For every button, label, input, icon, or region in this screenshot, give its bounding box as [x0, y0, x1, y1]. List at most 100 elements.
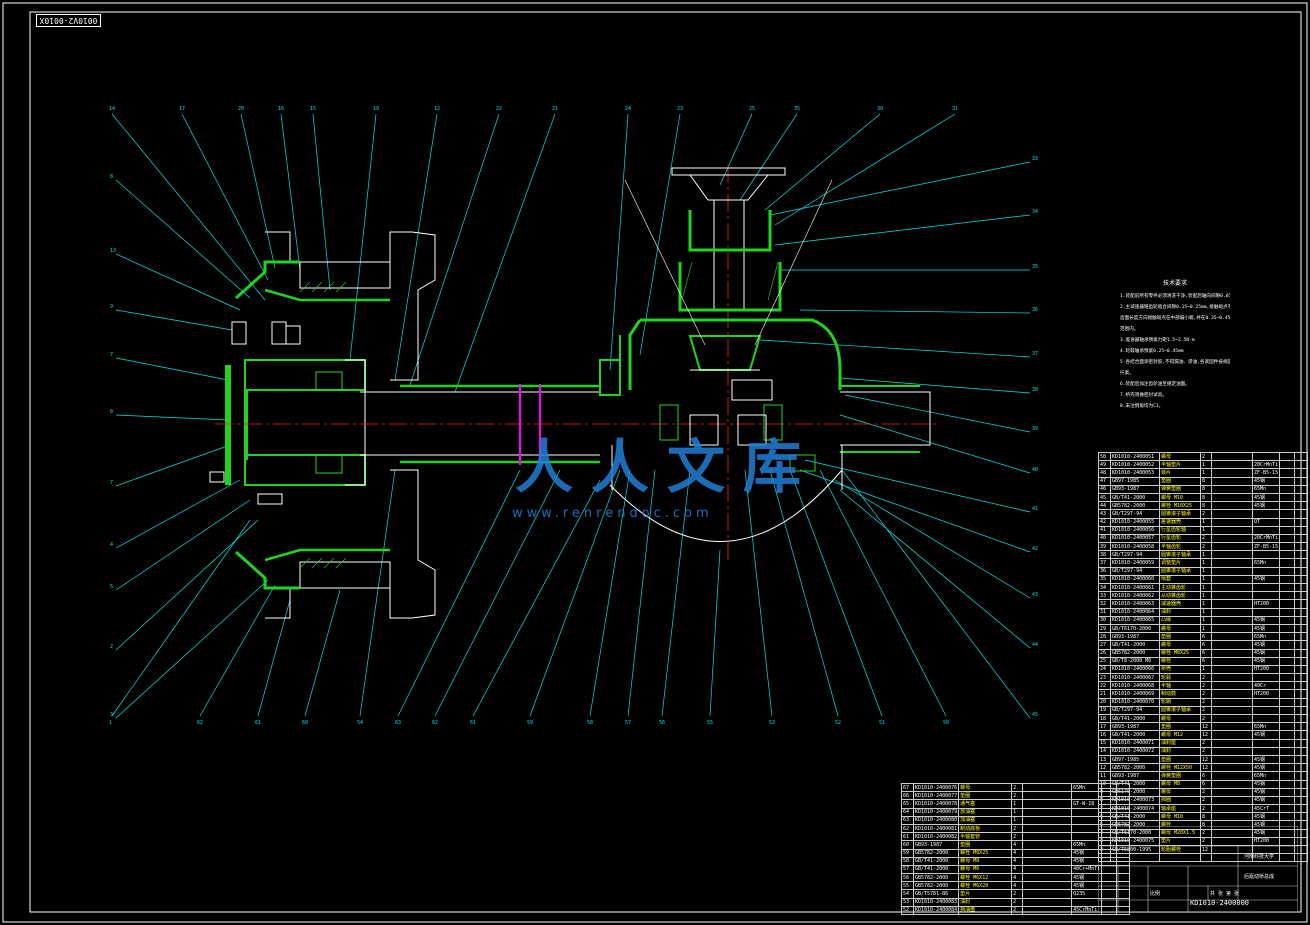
- tech-note-line: 4.轮毂轴承预紧0.25~0.45mm: [1120, 349, 1184, 354]
- parts-list-cell: [1211, 460, 1253, 470]
- parts-list-cell: 45钢: [1251, 730, 1281, 740]
- parts-list-cell: 加油塞: [958, 815, 1013, 825]
- parts-list-cell: [1279, 623, 1296, 634]
- callout-number: 62: [197, 720, 203, 726]
- parts-list-cell: [1251, 591, 1281, 601]
- callout-number: 42: [1032, 546, 1038, 552]
- callout-number: 36: [1032, 307, 1038, 313]
- parts-list-cell: [1211, 795, 1253, 806]
- callout-leader: [115, 479, 241, 549]
- parts-list-cell: KD1010-2400061: [1110, 582, 1160, 593]
- parts-list-cell: 23: [1098, 673, 1111, 683]
- parts-list-cell: 39: [1098, 542, 1111, 552]
- parts-list-cell: KD1010-2400051: [1110, 451, 1160, 462]
- parts-list-cell: 8: [1200, 501, 1212, 511]
- parts-list-cell: 65Mn: [1251, 484, 1281, 494]
- parts-list-cell: 67: [901, 782, 914, 793]
- parts-list-cell: 2: [1200, 673, 1212, 683]
- parts-list-cell: 53: [901, 897, 914, 907]
- parts-list-cell: 垫圈: [958, 791, 1013, 801]
- parts-list-cell: 59: [901, 848, 914, 858]
- parts-list-cell: 1: [1200, 615, 1212, 625]
- parts-list-cell: KD1010-2400067: [1110, 673, 1160, 683]
- parts-list-cell: 1: [1200, 460, 1212, 470]
- parts-list-cell: 2: [1200, 705, 1212, 716]
- parts-list-cell: [1211, 664, 1253, 675]
- parts-list-cell: [1294, 722, 1309, 732]
- parts-list-cell: KD1010-2400053: [1110, 468, 1160, 478]
- parts-list-cell: KD1010-2400065: [1110, 615, 1160, 625]
- parts-list-cell: [1279, 574, 1296, 585]
- parts-list-cell: 油封: [1159, 746, 1201, 756]
- parts-list-cell: 49: [1098, 460, 1111, 470]
- parts-list-cell: [1022, 889, 1073, 899]
- parts-list-cell: 螺母 M10: [1159, 492, 1201, 503]
- parts-list-cell: ZF-B5-15: [1251, 542, 1281, 552]
- technical-notes-title: 技术要求: [1162, 280, 1187, 287]
- parts-list-cell: [1294, 795, 1309, 806]
- parts-list-cell: [1294, 738, 1309, 748]
- parts-list-cell: [1294, 746, 1309, 756]
- parts-list-cell: KD1010-2400064: [1110, 607, 1160, 617]
- parts-list-cell: 15: [1098, 738, 1111, 748]
- callout-leader: [774, 214, 1031, 246]
- tech-note-line: 2.主减速器锥齿轮啮合间隙0.15~0.25mm,接触斑点不小于60%: [1120, 305, 1230, 310]
- parts-list-cell: [1022, 815, 1073, 825]
- parts-list-cell: [1294, 763, 1309, 773]
- parts-list-cell: 2: [1200, 746, 1212, 756]
- parts-list-cell: [1294, 697, 1309, 707]
- parts-list-cell: 油封: [958, 897, 1013, 907]
- parts-list-cell: 螺母: [1159, 623, 1201, 634]
- parts-list-cell: 61: [901, 832, 914, 842]
- parts-list-cell: [1211, 697, 1253, 707]
- parts-list-cell: [1279, 558, 1296, 568]
- parts-list-cell: 1: [1200, 574, 1212, 585]
- parts-list-cell: 16: [1098, 730, 1111, 740]
- parts-list-cell: 20CrMnTi: [1251, 460, 1281, 470]
- parts-list-cell: 26: [1098, 648, 1111, 658]
- parts-list-cell: [1294, 615, 1309, 625]
- parts-list-cell: 52: [901, 905, 914, 916]
- parts-list-cell: [1211, 582, 1253, 593]
- parts-list-cell: 轮毂: [1159, 673, 1201, 683]
- parts-list-cell: [1279, 812, 1296, 822]
- parts-list-cell: 2: [1200, 542, 1212, 552]
- parts-list-cell: 半轴垫片: [1159, 460, 1201, 470]
- callout-leader: [349, 113, 377, 361]
- callout-number: 44: [1032, 642, 1038, 648]
- callout-number: 34: [1032, 209, 1038, 215]
- parts-list-cell: [1279, 689, 1296, 699]
- parts-list-cell: [1294, 681, 1309, 691]
- parts-list-cell: 65Mn: [1071, 782, 1103, 793]
- parts-list-cell: [1211, 542, 1253, 552]
- parts-list-cell: 17: [1098, 722, 1111, 732]
- parts-list-cell: KD1010-2400063: [1110, 599, 1160, 609]
- parts-list-cell: 螺母 M8: [958, 856, 1013, 866]
- parts-list-cell: [1022, 807, 1073, 817]
- callout-number: 16: [278, 106, 284, 112]
- parts-list-cell: 4: [1011, 881, 1024, 891]
- parts-list-cell: 12: [1200, 754, 1212, 765]
- parts-list-cell: 2: [1011, 897, 1024, 907]
- parts-list-cell: [1279, 517, 1296, 527]
- callout-leader: [759, 339, 1031, 358]
- callout-number: 52: [835, 720, 841, 726]
- final-drive-assembly: [599, 167, 843, 542]
- parts-list-cell: [1211, 623, 1253, 634]
- callout-number: 58: [587, 720, 593, 726]
- callout-leader: [409, 113, 500, 386]
- parts-list-cell: [1071, 807, 1103, 817]
- parts-list-cell: 4: [1011, 848, 1024, 858]
- parts-list-cell: 45钢: [1251, 501, 1281, 511]
- callout-number: 45: [1032, 712, 1038, 718]
- parts-list-cell: 19: [1098, 705, 1111, 716]
- parts-list-cell: [1116, 791, 1131, 801]
- tech-note-line: 6.装配后加注齿轮油至规定油面。: [1120, 382, 1190, 387]
- parts-list-cell: [1294, 525, 1309, 535]
- callout-leader: [841, 469, 1031, 719]
- parts-list-cell: [1294, 607, 1309, 617]
